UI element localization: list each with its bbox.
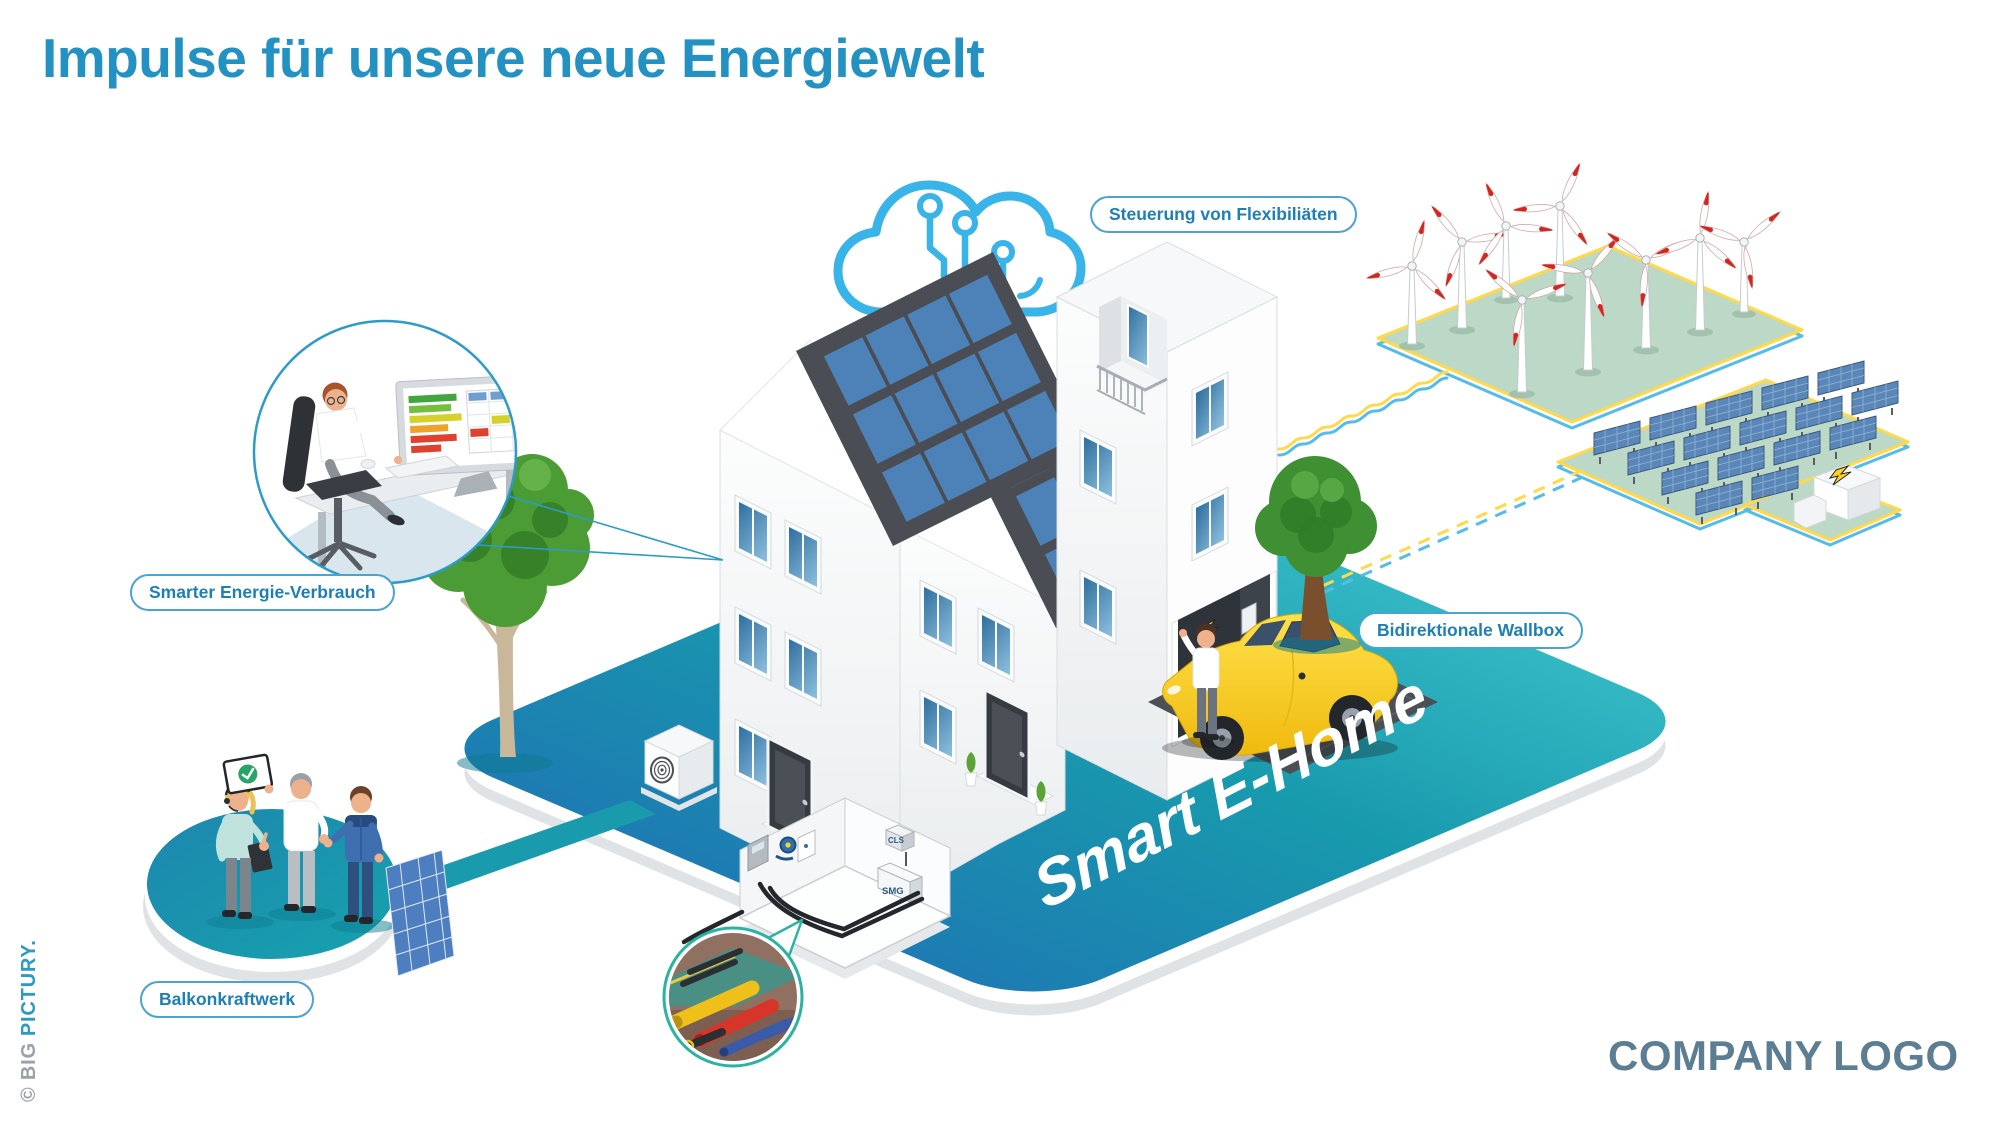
watermark-copyright: © BIG: [18, 1042, 40, 1102]
wind-farm: [1364, 145, 1807, 430]
transformer-station: [1793, 464, 1882, 529]
solar-grid-connector: [1317, 468, 1584, 597]
wind-grid-connector: [1277, 370, 1449, 457]
entrance-door: [965, 688, 1055, 816]
advisor-woman: [215, 783, 273, 919]
roof-left-solar-panels: [823, 274, 1070, 522]
tablet: [222, 753, 274, 795]
cls-gateway: CLS: [884, 824, 916, 852]
big-pictury-watermark: © BIG PICTURY.: [18, 939, 41, 1102]
balcony: [1096, 296, 1168, 415]
pipes-callout: [662, 918, 804, 1068]
label-balcony: Balkonkraftwerk: [140, 981, 315, 1018]
label-flexibility: Steuerung von Flexibiliäten: [1090, 196, 1357, 233]
page-title: Impulse für unsere neue Energiewelt: [42, 27, 985, 89]
heat-pump-unit: [641, 724, 717, 811]
label-wallbox: Bidirektionale Wallbox: [1358, 612, 1584, 649]
electric-meter: [747, 834, 769, 872]
balcony-solar-panel: [385, 849, 455, 977]
people-group: [206, 753, 455, 977]
installer-man: [323, 786, 455, 977]
balcony-power-island: [143, 809, 401, 983]
tree-right: [1255, 456, 1377, 654]
platform-bridge: [378, 800, 656, 904]
smg-label: SMG: [882, 886, 904, 897]
driver-person: [1179, 623, 1234, 748]
basement-cables: [681, 881, 925, 945]
solar-farm: [1556, 360, 1910, 547]
wind-turbines: [1364, 145, 1807, 399]
cls-label: CLS: [888, 836, 905, 845]
customer-man: [222, 753, 329, 913]
watermark-brand: PICTURY.: [18, 939, 40, 1037]
company-word: COMPANY: [1608, 1032, 1824, 1079]
label-consumption: Smarter Energie-Verbrauch: [130, 574, 395, 611]
logo-word: LOGO: [1833, 1032, 1959, 1079]
basement-cutaway: CLS SMG: [681, 797, 952, 979]
lightning-icon: [1828, 464, 1852, 486]
